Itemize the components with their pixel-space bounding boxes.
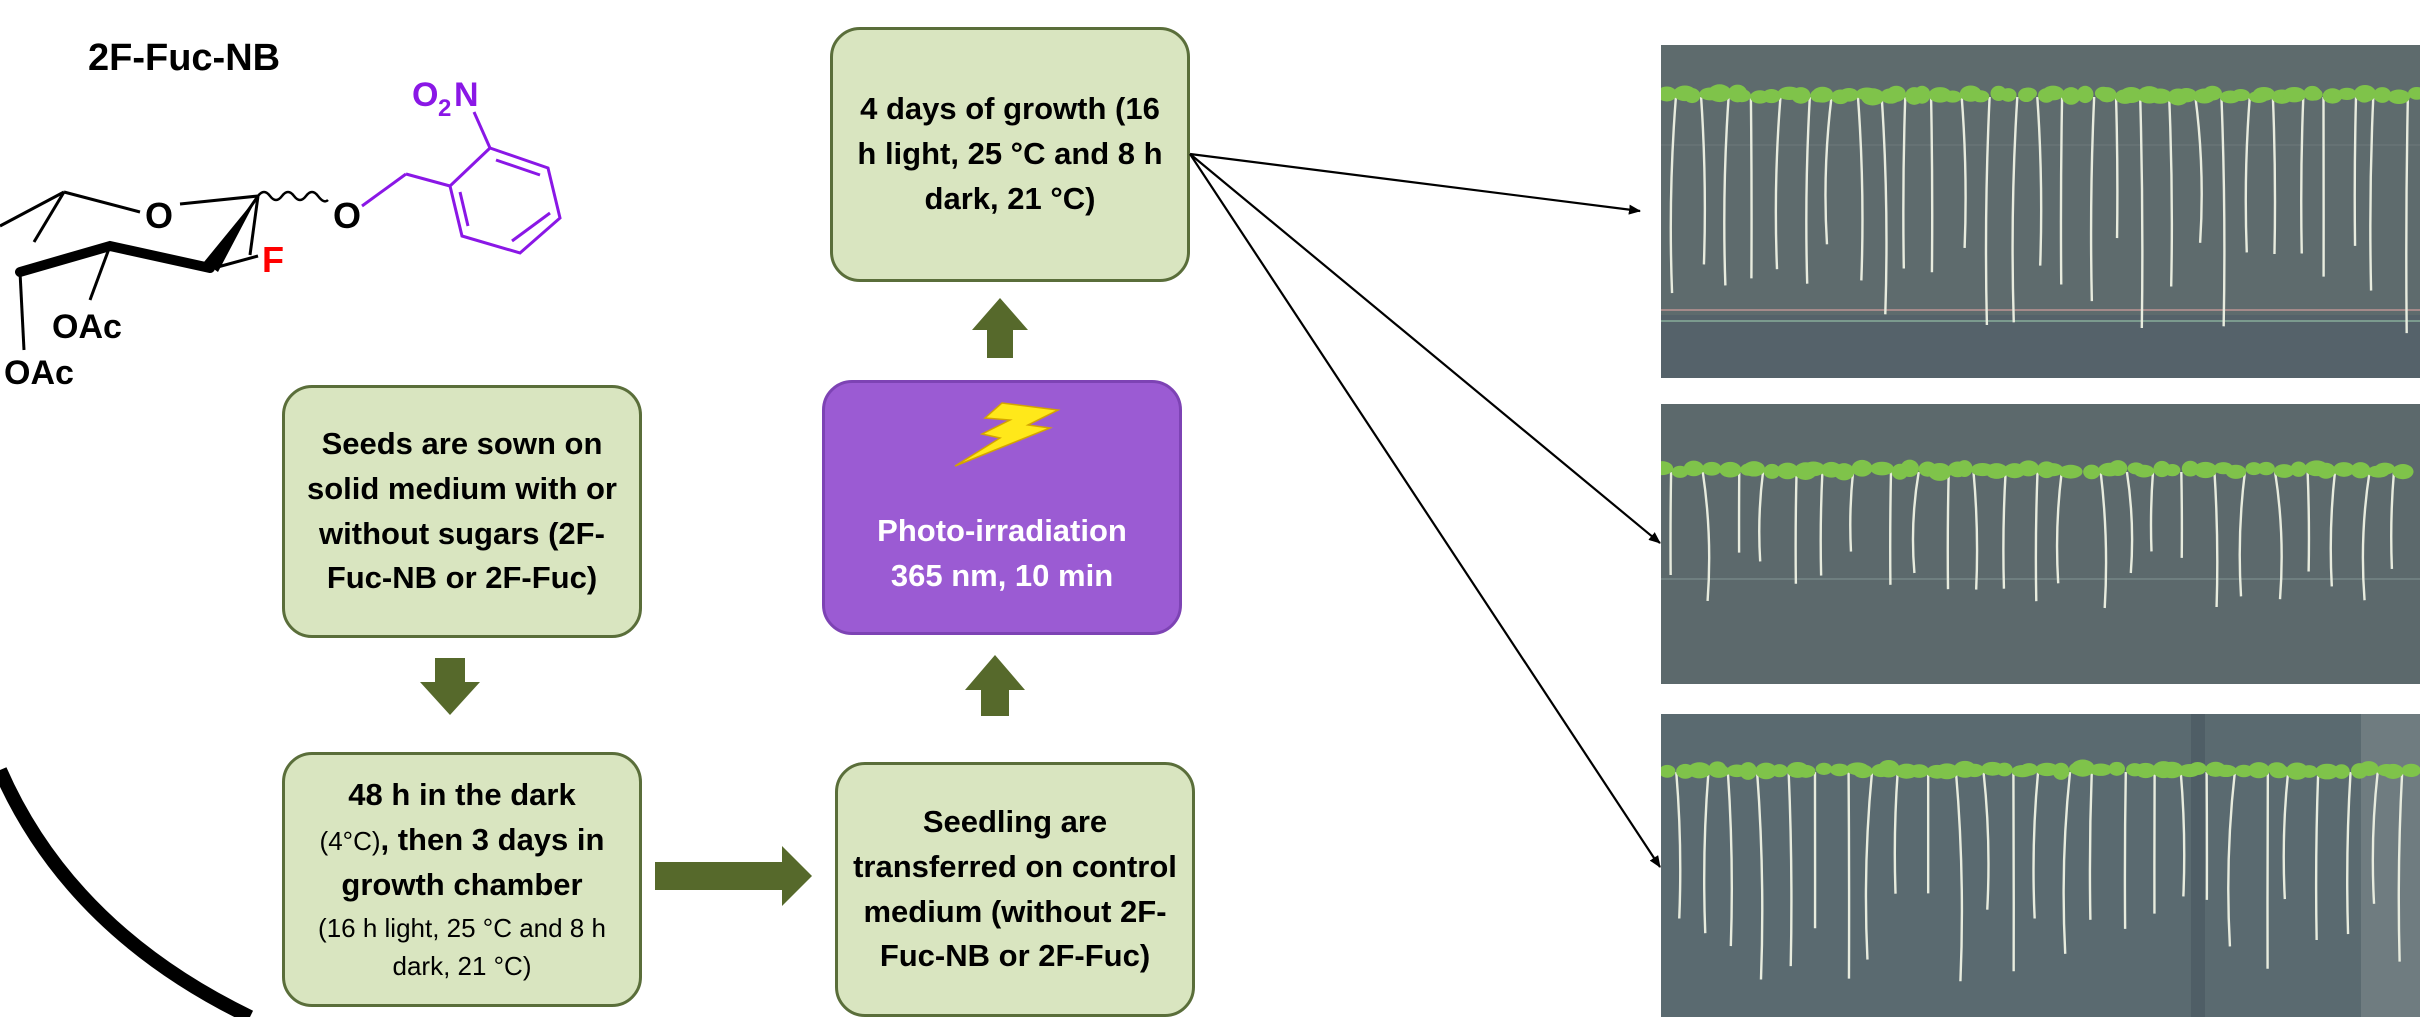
ring-o-label: O — [145, 195, 173, 236]
nitro-o-label: O — [412, 76, 438, 114]
seedling-photo-1 — [1661, 45, 2420, 378]
step-dark-bold-1: 48 h in the dark — [348, 777, 576, 813]
step-dark-small-2: (16 h light, 25 °C and 8 h dark, 21 °C) — [318, 913, 606, 981]
chemical-structure: 2F-Fuc-NB O 2 N O O F OAc OAc — [0, 37, 562, 392]
step-sow-seeds: Seeds are sown on solid medium with or w… — [282, 385, 642, 638]
pointer-arrow-2 — [1189, 153, 1661, 544]
pointer-arrow-1 — [1189, 152, 1641, 215]
seedling-leaves-1 — [1661, 84, 2420, 106]
benzene-ring — [361, 111, 562, 255]
ether-o-label: O — [333, 195, 361, 236]
seedling-roots-3 — [1675, 771, 2404, 982]
seedling-leaves-2 — [1661, 459, 2414, 481]
arrow-right-icon — [655, 846, 812, 906]
oac-label-2: OAc — [4, 354, 74, 392]
step-dark-text: 48 h in the dark (4°C), then 3 days in g… — [299, 773, 625, 908]
wavy-bond — [257, 190, 329, 203]
step-photo-irradiation: Photo-irradiation 365 nm, 10 min — [822, 380, 1182, 635]
arrow-up-icon — [972, 298, 1028, 358]
seedling-photo-2 — [1661, 404, 2420, 684]
enclosing-arc — [0, 767, 254, 1017]
oac-label-1: OAc — [52, 308, 122, 346]
seedling-leaves-3 — [1661, 759, 2420, 780]
seedling-roots-1 — [1669, 96, 2410, 334]
step-dark-growth: 48 h in the dark (4°C), then 3 days in g… — [282, 752, 642, 1007]
fluorine-bond — [213, 254, 259, 270]
step-growth: 4 days of growth (16 h light, 25 °C and … — [830, 27, 1190, 282]
bold-ring-bond — [15, 240, 215, 277]
nitro-n-label: N — [454, 76, 479, 114]
wedge-bond — [204, 196, 258, 272]
seedling-photo-3 — [1661, 714, 2420, 1017]
arrow-down-icon — [420, 658, 480, 715]
nitro-subscript: 2 — [438, 95, 451, 122]
step-dark-bold-2: , then 3 days in growth chamber — [341, 822, 605, 903]
compound-title: 2F-Fuc-NB — [88, 37, 280, 79]
seedling-roots-2 — [1669, 471, 2396, 609]
fluorine-label: F — [262, 239, 284, 280]
irradiation-line-1: Photo-irradiation — [877, 512, 1127, 548]
step-transfer-text: Seedling are transferred on control medi… — [853, 803, 1177, 974]
arrow-up-icon — [965, 655, 1025, 716]
step-transfer: Seedling are transferred on control medi… — [835, 762, 1195, 1017]
step-sow-text: Seeds are sown on solid medium with or w… — [306, 425, 617, 596]
step-growth-text: 4 days of growth (16 h light, 25 °C and … — [857, 91, 1163, 216]
irradiation-line-2: 365 nm, 10 min — [890, 557, 1114, 593]
pointer-arrow-3 — [1189, 153, 1661, 868]
step-dark-small-1: (4°C) — [319, 826, 381, 857]
